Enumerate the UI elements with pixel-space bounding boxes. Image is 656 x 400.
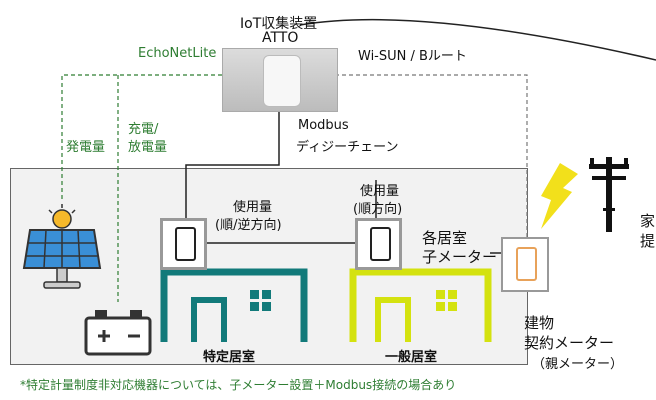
charge-label-line2: 放電量 <box>128 140 168 155</box>
echonet-label: EchoNetLite <box>138 46 217 61</box>
specific-room-house <box>160 268 308 342</box>
collector-title-line2: ATTO <box>262 30 299 46</box>
lightning-bolt-icon <box>541 163 578 229</box>
specific-room-meter <box>160 218 207 270</box>
generation-label: 発電量 <box>66 140 106 155</box>
general-usage-line2: (順方向) <box>353 202 403 217</box>
specific-usage-line1: 使用量 <box>233 200 273 215</box>
atto-device <box>222 48 338 112</box>
modbus-line <box>185 108 280 220</box>
main-meter-label-line3: （親メーター） <box>532 357 624 372</box>
grid-label-line1: 家 <box>640 212 656 230</box>
solar-panel-icon <box>22 204 102 289</box>
meter-icon <box>516 247 537 281</box>
general-room-meter <box>355 218 402 270</box>
utility-wire <box>299 18 656 61</box>
specific-room-label: 特定居室 <box>203 350 256 365</box>
modbus-label-line2: ディジーチェーン <box>296 140 399 155</box>
general-room-label: 一般居室 <box>385 350 438 365</box>
battery-icon <box>84 310 152 356</box>
meter-icon <box>370 227 391 261</box>
collector-title-line1: IoT収集装置 <box>240 16 318 32</box>
wisun-label: Wi-SUN / Bルート <box>358 49 467 64</box>
grid-label-line2: 提 <box>640 232 656 250</box>
main-meter-label-line2: 契約メーター <box>524 334 615 352</box>
meter-icon <box>175 227 196 261</box>
main-contract-meter <box>501 237 549 292</box>
sub-meter-label-line2: 子メーター <box>422 248 498 266</box>
sub-meter-label-line1: 各居室 <box>422 229 468 247</box>
modbus-label-line1: Modbus <box>298 118 349 133</box>
atto-device-body <box>263 55 301 107</box>
footnote: *特定計量制度非対応機器については、子メーター設置＋Modbus接続の場合あり <box>20 378 457 392</box>
main-meter-label-line1: 建物 <box>524 314 555 332</box>
general-usage-line1: 使用量 <box>360 184 400 199</box>
general-room-house <box>349 268 492 342</box>
specific-usage-line2: (順/逆方向) <box>215 218 282 233</box>
charge-label-line1: 充電/ <box>128 122 159 137</box>
wisun-dashed-line <box>335 74 528 240</box>
utility-pole-icon <box>589 157 629 232</box>
